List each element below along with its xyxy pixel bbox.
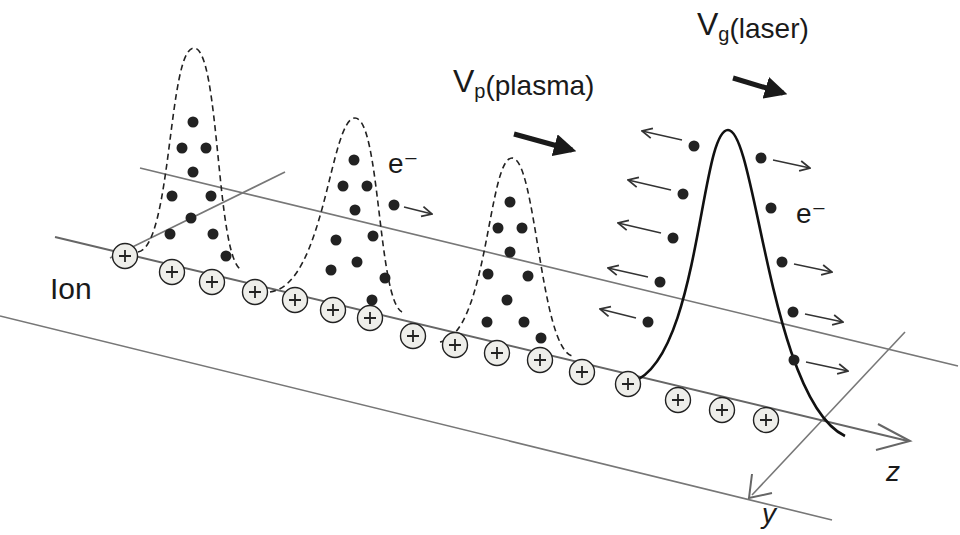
ion-symbols xyxy=(113,244,779,433)
ion-symbol xyxy=(570,360,595,385)
y-arrowhead xyxy=(749,474,772,498)
ion-symbol xyxy=(443,333,468,358)
axis-label: z xyxy=(886,458,900,486)
guide-lines xyxy=(0,168,958,520)
subscript: p xyxy=(474,81,485,101)
laser-pulse xyxy=(632,130,845,436)
ion-symbol xyxy=(710,398,735,423)
z-arrowhead xyxy=(876,424,910,450)
velocity-symbol: V xyxy=(453,65,474,97)
ion-symbol xyxy=(160,260,185,285)
ion-symbol xyxy=(616,372,641,397)
ion-symbol xyxy=(666,388,691,413)
ion-symbol xyxy=(358,306,383,331)
electron-dots xyxy=(165,117,800,366)
ion-symbol xyxy=(321,298,346,323)
ion-symbol xyxy=(528,348,553,373)
subscript: g xyxy=(718,24,729,44)
ion-symbol xyxy=(243,280,268,305)
ion-symbol xyxy=(485,341,510,366)
ion-label: Ion xyxy=(50,274,92,304)
velocity-label: (plasma) xyxy=(485,72,594,100)
ion-symbol xyxy=(200,270,225,295)
z-axis xyxy=(55,237,908,441)
axis-label: y xyxy=(762,500,776,528)
velocity-symbol: V xyxy=(697,8,718,40)
ion-symbol xyxy=(283,288,308,313)
electron-label: e⁻ xyxy=(388,150,418,178)
motion-arrows xyxy=(404,131,848,371)
velocity-label: (laser) xyxy=(729,15,808,43)
ion-symbol xyxy=(754,408,779,433)
ion-symbol xyxy=(113,244,138,269)
electron-label: e⁻ xyxy=(796,200,826,228)
ion-symbol xyxy=(401,324,426,349)
